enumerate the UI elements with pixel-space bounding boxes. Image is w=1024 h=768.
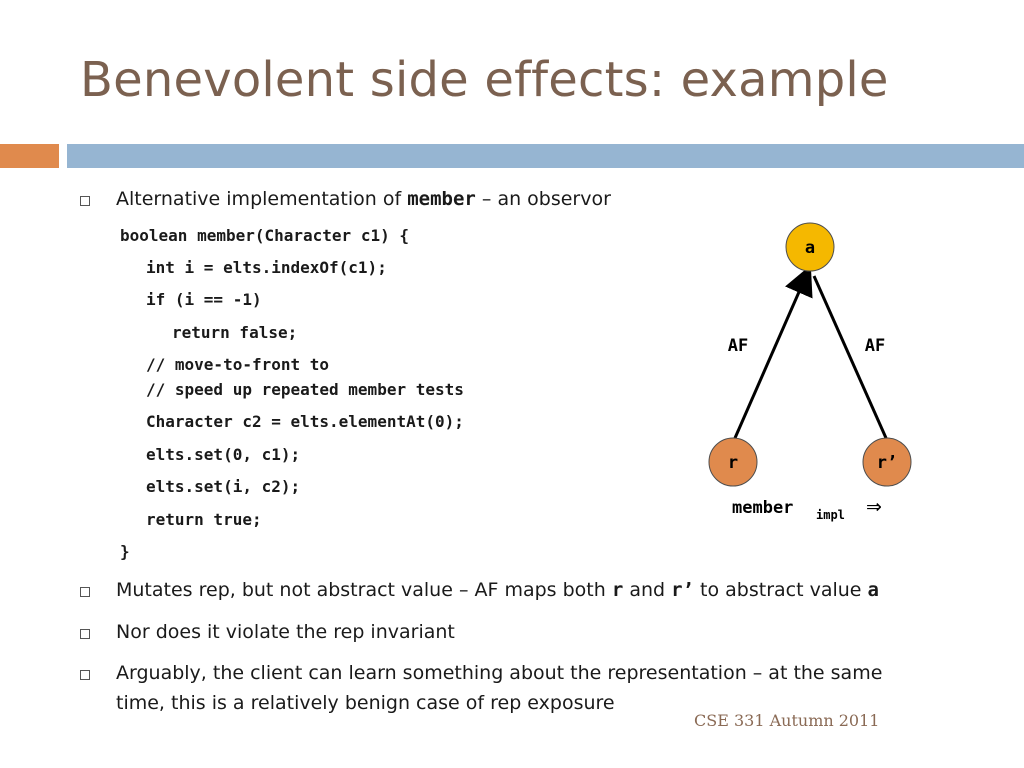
code-line-7: Character c2 = elts.elementAt(0);: [146, 412, 464, 431]
code-line-6: // speed up repeated member tests: [146, 380, 464, 399]
bullet-4-line-2: time, this is a relatively benign case o…: [116, 692, 615, 714]
node-r-label: r: [728, 453, 738, 473]
code-line-3: if (i == -1): [146, 290, 262, 309]
slide-title: Benevolent side effects: example: [80, 52, 889, 108]
code-line-5: // move-to-front to: [146, 355, 330, 374]
code-line-8: elts.set(0, c1);: [146, 445, 301, 464]
edge-right-line: [812, 275, 888, 439]
bullet-square-3: [80, 629, 90, 639]
bullet-2-code-r-prime: r’: [671, 579, 694, 601]
caption-subscript: impl: [816, 508, 845, 522]
code-line-11: }: [120, 542, 130, 561]
bullet-square-4: [80, 670, 90, 680]
bullet-2-code-a: a: [867, 579, 879, 601]
bullet-2-code-r: r: [611, 579, 624, 601]
header-accent-orange: [0, 144, 59, 168]
bullet-square-2: [80, 587, 90, 597]
code-line-2: int i = elts.indexOf(c1);: [146, 258, 387, 277]
node-r-prime: [862, 437, 912, 487]
bullet-2-part-1: Mutates rep, but not abstract value – AF…: [116, 579, 612, 601]
bullet-3-text: Nor does it violate the rep invariant: [116, 621, 455, 643]
bullet-2-part-3: to abstract value: [694, 579, 868, 601]
node-r-prime-label: r’: [877, 453, 897, 473]
node-a-label: a: [805, 238, 815, 258]
edge-left-label: AF: [728, 336, 748, 356]
caption-member: member: [732, 498, 793, 518]
header-accent-blue: [67, 144, 1024, 168]
bullet-1-prefix: Alternative implementation of: [116, 188, 408, 210]
code-line-4: return false;: [172, 323, 298, 342]
edge-left-arrow: [733, 265, 813, 439]
bullet-2-part-2: and: [623, 579, 672, 601]
code-line-1: boolean member(Character c1) {: [120, 226, 409, 245]
abstraction-function-diagram: a r r’ AF AF member impl ⇒: [708, 222, 912, 522]
edge-right-label: AF: [865, 336, 885, 356]
bullet-1-text: Alternative implementation of member – a…: [116, 188, 611, 210]
code-line-9: elts.set(i, c2);: [146, 477, 301, 496]
bullet-2-text: Mutates rep, but not abstract value – AF…: [116, 579, 879, 601]
caption-implies-arrow: ⇒: [866, 496, 882, 518]
bullet-1-code: member: [407, 188, 476, 210]
bullet-1-suffix: – an observor: [475, 188, 611, 210]
code-line-10: return true;: [146, 510, 262, 529]
bullet-4-line-1: Arguably, the client can learn something…: [116, 662, 883, 684]
footer-course-label: CSE 331 Autumn 2011: [694, 711, 880, 730]
bullet-square-1: [80, 196, 90, 206]
node-r: [708, 437, 758, 487]
node-a: [785, 222, 835, 272]
